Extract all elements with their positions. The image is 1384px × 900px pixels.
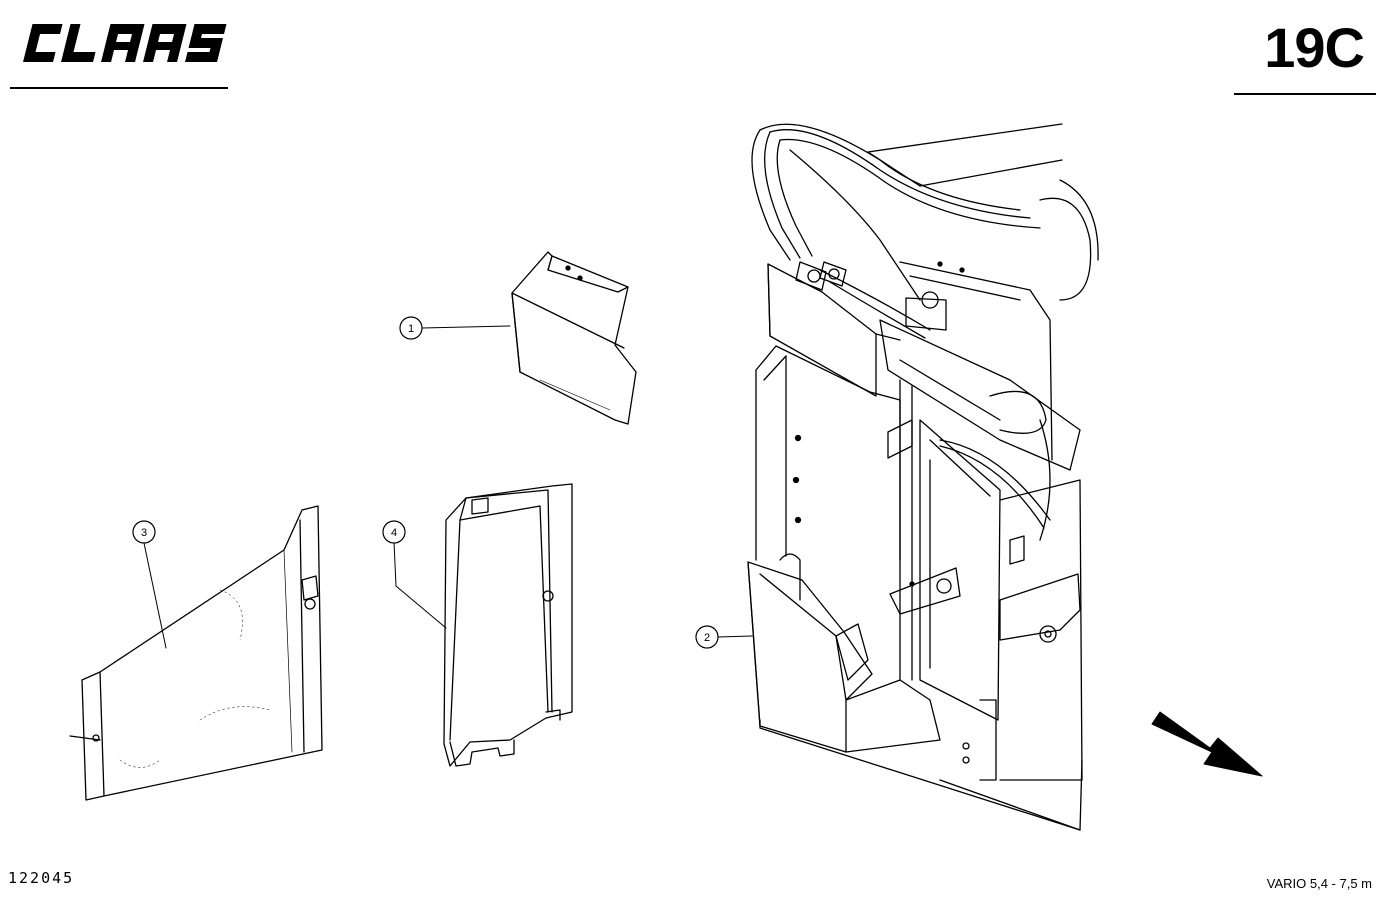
part-3-side-panel xyxy=(69,505,323,801)
part-2-lower-side-shield xyxy=(747,553,941,753)
claas-logo xyxy=(23,24,227,62)
callout-1-label: 1 xyxy=(408,323,414,335)
callout-4: 4 xyxy=(382,520,447,629)
page-code-underline xyxy=(1234,93,1376,95)
callout-4-label: 4 xyxy=(391,527,397,539)
drawing-number: 122045 xyxy=(8,869,75,887)
logo-underline xyxy=(10,87,228,89)
direction-arrow-icon xyxy=(1151,711,1263,777)
callout-2-label: 2 xyxy=(704,632,710,644)
part-1-deflector-plate xyxy=(511,251,637,425)
page-code: 19C xyxy=(1264,16,1365,79)
callout-1: 1 xyxy=(399,316,511,340)
callout-2: 2 xyxy=(695,625,753,649)
part-4-narrow-deflector xyxy=(443,483,573,767)
callout-3: 3 xyxy=(132,520,167,649)
model-label: VARIO 5,4 - 7,5 m xyxy=(1266,876,1372,891)
callout-3-label: 3 xyxy=(141,527,147,539)
header-frame-assembly xyxy=(751,123,1099,831)
